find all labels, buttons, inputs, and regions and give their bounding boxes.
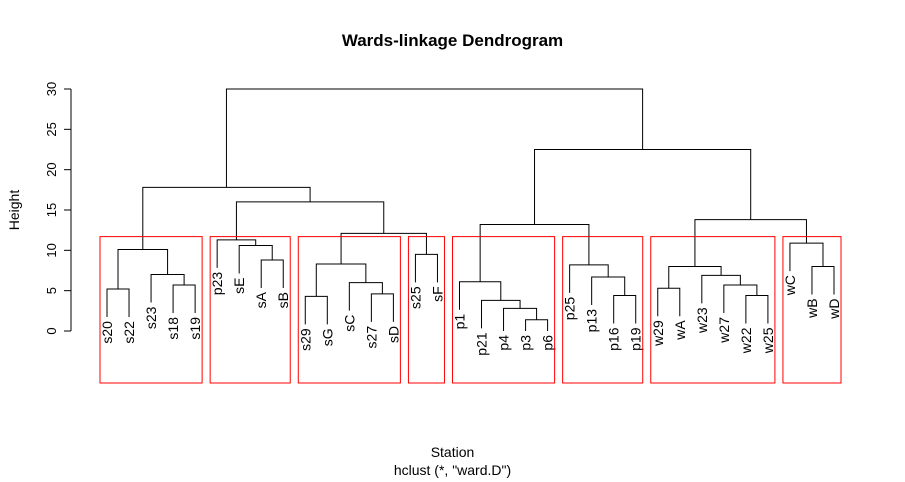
y-tick-label: 5 <box>44 287 59 294</box>
leaf-label: s25 <box>407 286 423 309</box>
leaf-label: p3 <box>518 335 534 351</box>
dendrogram-link <box>414 253 438 283</box>
dendrogram-link <box>106 288 130 318</box>
leaf-label: p23 <box>209 272 225 296</box>
leaf-label: wC <box>782 275 798 296</box>
cluster-box <box>451 236 556 384</box>
leaf-label: sC <box>341 315 357 332</box>
dendrogram-link <box>481 299 521 329</box>
y-tick-label: 0 <box>44 327 59 334</box>
dendrogram-link <box>172 284 196 314</box>
leaf-label: wD <box>826 298 842 319</box>
dendrogram-link <box>235 201 385 240</box>
leaf-label: p1 <box>451 314 467 330</box>
y-axis-label: Height <box>6 190 22 231</box>
dendrogram-link <box>458 281 502 310</box>
leaf-label: w23 <box>694 307 710 334</box>
chart-subtitle: hclust (*, "ward.D") <box>393 462 512 478</box>
dendrogram-link <box>260 259 284 289</box>
dendrogram-link <box>811 265 835 295</box>
leaf-label: p19 <box>628 327 644 351</box>
dendrogram-link <box>150 274 185 303</box>
leaf-label: w29 <box>650 320 666 347</box>
dendrogram-link <box>304 295 328 325</box>
leaf-label: wA <box>672 320 688 341</box>
leaf-label: sD <box>385 326 401 343</box>
dendrogram-link <box>701 274 741 304</box>
cluster-box <box>99 236 203 384</box>
leaf-label: p13 <box>584 309 600 333</box>
leaf-label: s18 <box>165 317 181 340</box>
leaf-label: p6 <box>540 335 556 351</box>
dendrogram-link <box>348 282 383 311</box>
dendrogram-link <box>668 265 722 289</box>
leaf-label: sB <box>275 292 291 308</box>
cluster-box <box>297 236 401 384</box>
dendrogram-link <box>525 319 549 331</box>
dendrogram-link <box>117 249 169 290</box>
cluster-box <box>407 236 445 384</box>
leaf-label: p16 <box>606 327 622 351</box>
leaf-label: sA <box>253 291 269 308</box>
leaf-label: w25 <box>760 327 776 354</box>
y-tick-label: 15 <box>44 203 59 217</box>
y-tick-label: 10 <box>44 243 59 257</box>
dendrogram-link <box>340 232 427 265</box>
dendrogram-link <box>723 284 758 314</box>
cluster-box <box>650 236 776 384</box>
dendrogram-link <box>613 295 637 324</box>
leaf-label: sG <box>319 328 335 346</box>
dendrogram-link <box>745 295 769 324</box>
leaf-label: w22 <box>738 327 754 354</box>
dendrogram-link <box>216 239 257 268</box>
leaf-label: w27 <box>716 317 732 344</box>
cluster-box <box>562 236 644 384</box>
dendrogram-link <box>225 88 644 188</box>
dendrogram-link <box>591 276 626 305</box>
chart-title: Wards-linkage Dendrogram <box>341 31 564 50</box>
y-tick-label: 30 <box>44 82 59 96</box>
cluster-box <box>782 236 842 384</box>
leaf-label: sE <box>231 277 247 293</box>
leaf-label: s20 <box>99 321 115 344</box>
dendrogram-link <box>238 244 273 274</box>
dendrogram-link <box>534 149 752 225</box>
leaf-label: wB <box>804 298 820 318</box>
leaf-label: s22 <box>121 321 137 344</box>
x-axis-label: Station <box>430 444 475 460</box>
dendrogram-link <box>657 287 681 317</box>
dendrogram-link <box>315 263 367 297</box>
dendrogram-link <box>479 224 590 282</box>
cluster-box <box>209 236 291 384</box>
leaf-label: s27 <box>363 326 379 349</box>
leaf-label: p25 <box>562 297 578 321</box>
leaf-label: s23 <box>143 306 159 329</box>
dendrogram-link <box>569 264 609 293</box>
leaf-label: s19 <box>187 317 203 340</box>
y-tick-label: 20 <box>44 162 59 176</box>
leaf-label: p4 <box>496 335 512 351</box>
y-tick-label: 25 <box>44 122 59 136</box>
dendrogram-link <box>370 293 394 322</box>
leaf-label: sF <box>429 286 445 302</box>
leaf-label: s29 <box>297 328 313 351</box>
leaf-label: p21 <box>474 332 490 356</box>
